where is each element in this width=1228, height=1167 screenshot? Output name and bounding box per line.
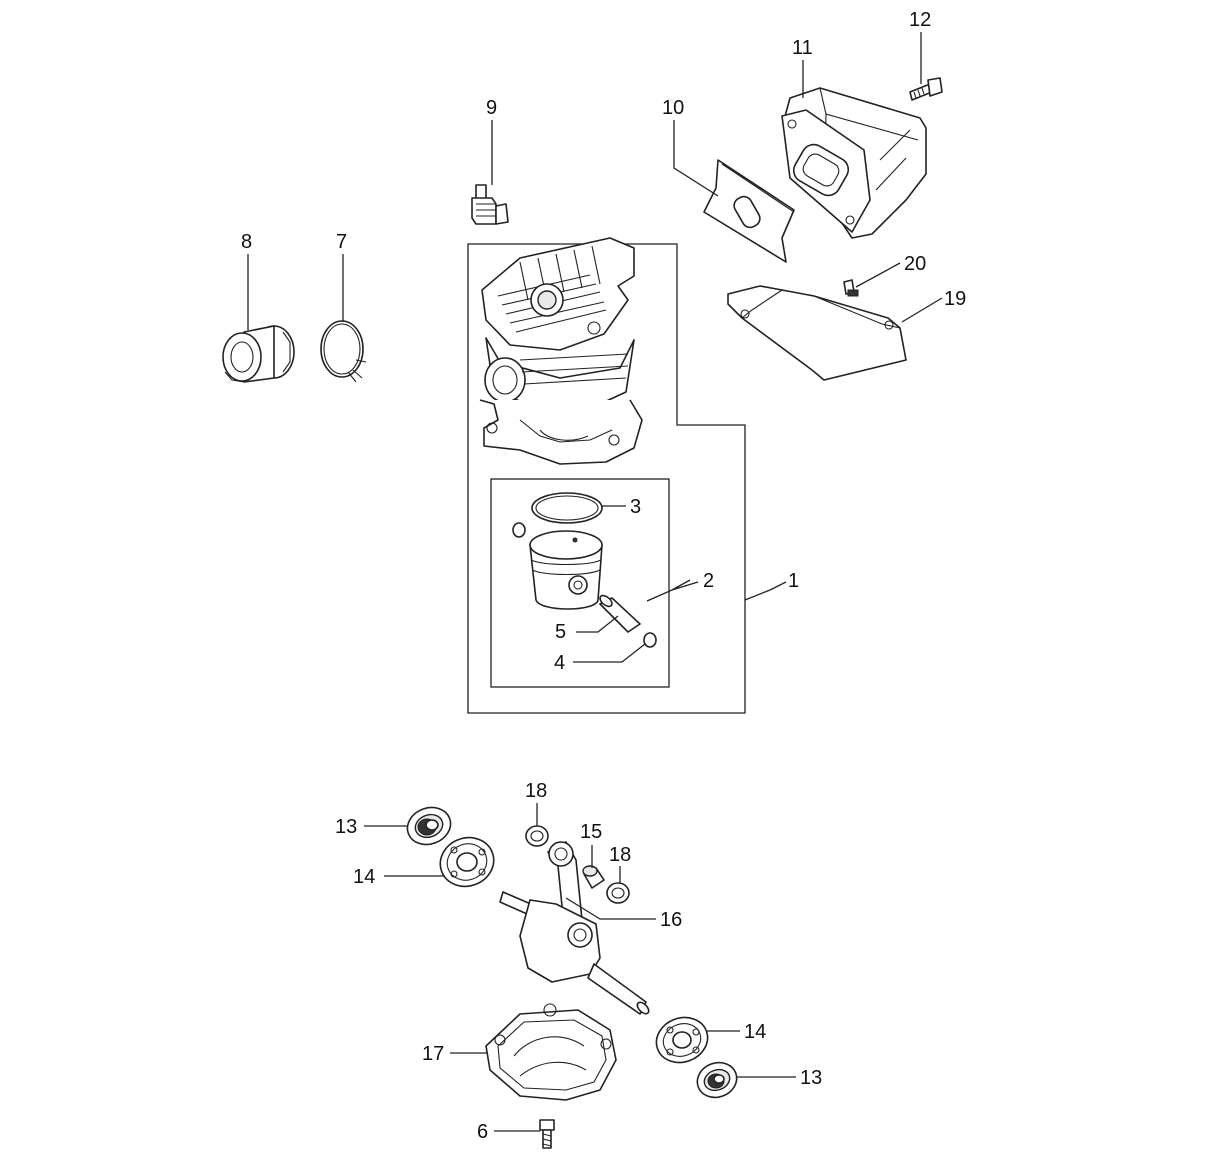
muffler-gasket-part xyxy=(703,159,795,263)
bearing-upper-part xyxy=(439,836,495,888)
cylinder-group-frame xyxy=(467,243,746,714)
piston-pin-part xyxy=(599,594,641,633)
muffler-screw-part xyxy=(909,77,943,101)
callout-10: 10 xyxy=(662,97,684,119)
callout-18-upper: 18 xyxy=(525,780,547,802)
callout-17: 17 xyxy=(422,1043,444,1065)
washer-upper-part xyxy=(525,825,549,847)
washer-lower-part xyxy=(606,882,630,904)
screw-part xyxy=(539,1119,555,1149)
leader-lines xyxy=(247,32,943,1132)
callout-12: 12 xyxy=(909,9,931,31)
crankshaft-part xyxy=(499,841,650,1015)
heat-shield-part xyxy=(727,285,907,381)
callout-6: 6 xyxy=(477,1121,488,1143)
muffler-part xyxy=(781,87,927,239)
callout-2: 2 xyxy=(703,570,714,592)
piston-ring-part xyxy=(531,492,603,524)
callout-5: 5 xyxy=(555,621,566,643)
callout-19: 19 xyxy=(944,288,966,310)
callout-9: 9 xyxy=(486,97,497,119)
decompression-valve-part xyxy=(471,184,509,225)
callout-11: 11 xyxy=(792,37,813,59)
piston-group-frame xyxy=(490,478,670,688)
callout-15: 15 xyxy=(580,821,602,843)
oil-seal-lower-part xyxy=(696,1061,738,1099)
cylinder-part xyxy=(479,237,643,465)
bearing-lower-part xyxy=(655,1016,709,1064)
callout-18-lower: 18 xyxy=(609,844,631,866)
callout-13-upper: 13 xyxy=(335,816,357,838)
oil-seal-upper-part xyxy=(406,806,452,846)
heat-shield-screw-part xyxy=(843,279,859,297)
crankcase-cover-part xyxy=(485,1003,617,1101)
hose-clamp-part xyxy=(320,320,367,383)
piston-part xyxy=(529,530,603,610)
circlip-lower-part xyxy=(643,632,657,648)
callout-4: 4 xyxy=(554,652,565,674)
callout-7: 7 xyxy=(336,231,347,253)
callout-3: 3 xyxy=(630,496,641,518)
intake-adapter-part xyxy=(222,325,295,383)
callout-16: 16 xyxy=(660,909,682,931)
circlip-upper-part xyxy=(512,522,526,538)
callout-13-lower: 13 xyxy=(800,1067,822,1089)
callout-1: 1 xyxy=(788,570,799,592)
callout-20: 20 xyxy=(904,253,926,275)
needle-bearing-part xyxy=(582,865,605,889)
callout-8: 8 xyxy=(241,231,252,253)
callout-14-upper: 14 xyxy=(353,866,375,888)
callout-14-lower: 14 xyxy=(744,1021,766,1043)
